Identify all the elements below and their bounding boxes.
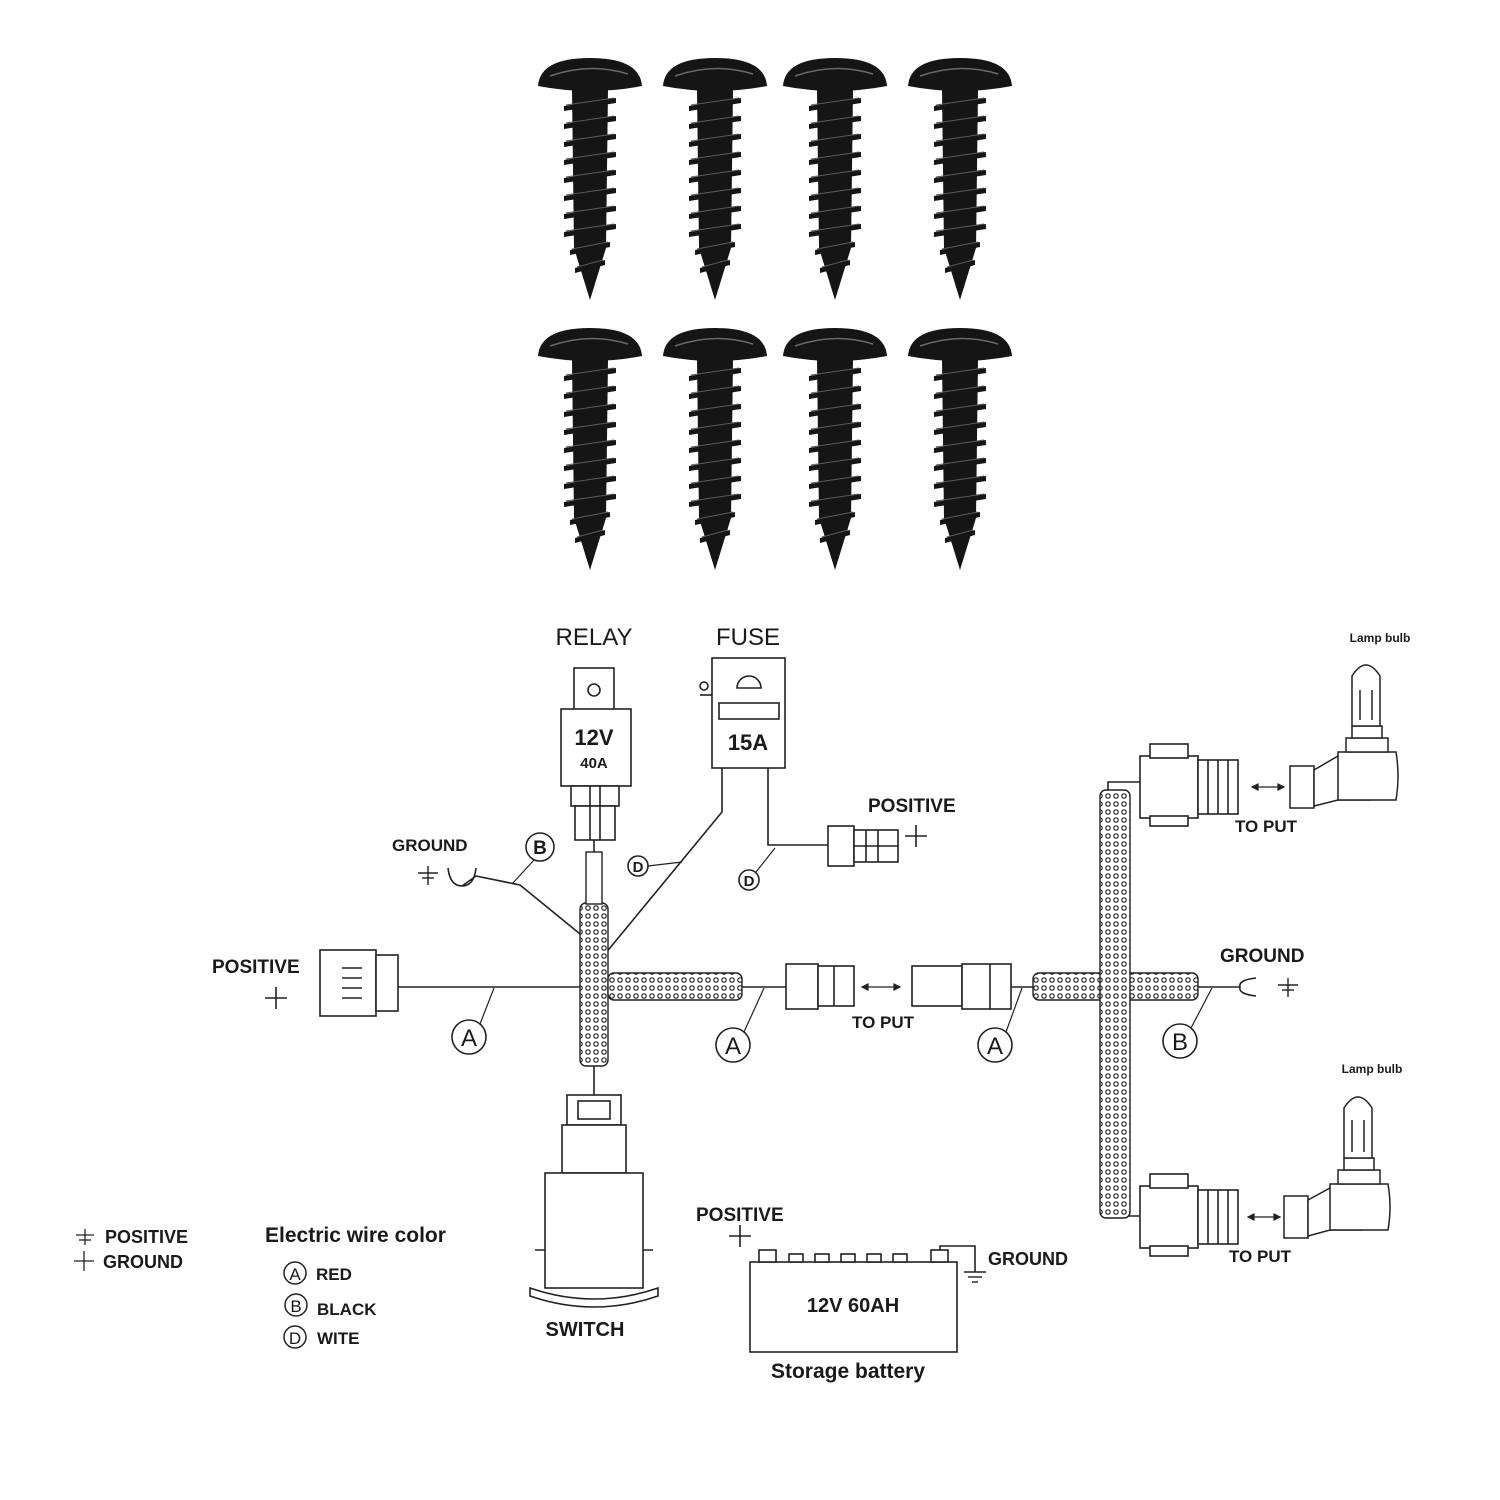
fuse-positive-label: POSITIVE [868,796,956,817]
legend-item-black: B BLACK [284,1293,377,1319]
legend-ground-label: GROUND [103,1252,183,1272]
right-ground-label: GROUND [1220,946,1304,967]
connect-arrow-icon [1250,783,1286,791]
screw [663,58,767,300]
switch [529,1094,659,1308]
lamp-bottom-socket [1139,1173,1239,1257]
battery [749,1249,958,1353]
wires [398,768,1240,1272]
trunk-loom-horizontal [607,972,743,1001]
svg-text:D: D [633,859,644,876]
svg-text:WITE: WITE [317,1329,360,1348]
legend-positive-label: POSITIVE [105,1227,188,1247]
left-ground-terminal [447,867,477,887]
left-ground-label: GROUND [392,836,468,855]
ground-icon [76,1229,94,1245]
screw [908,58,1012,300]
lamp-bulb-top [1289,664,1399,809]
svg-text:B: B [290,1297,301,1316]
svg-text:A: A [461,1025,477,1052]
fuse [699,657,786,769]
relay [560,667,632,841]
right-ground-terminal [1239,977,1257,997]
lamp-bottom-to-put-label: TO PUT [1229,1247,1292,1266]
middle-connector-left [785,963,855,1010]
legend-item-red: A RED [283,1261,352,1285]
wire-marker-a-positive: A [451,987,495,1055]
fuse-rating: 15A [728,730,768,755]
left-positive-label: POSITIVE [212,957,300,978]
harness-looms [579,789,1199,1219]
relay-voltage: 12V [574,725,613,750]
wire-marker-b-ground: B [511,832,555,885]
lamp-bottom-label: Lamp bulb [1342,1062,1403,1076]
battery-ground-label: GROUND [988,1249,1068,1269]
connect-arrow-icon [860,983,902,991]
screw [908,328,1012,570]
fuse-positive-connector [827,825,899,867]
wire-marker-a-middle-1: A [715,987,765,1063]
connect-arrow-icon [1246,1213,1282,1221]
ground-icon [418,866,438,885]
switch-label: SWITCH [546,1319,625,1341]
battery-rating: 12V 60AH [807,1295,899,1317]
legend-item-white: D WITE [283,1325,360,1349]
battery-positive-label: POSITIVE [696,1205,784,1226]
plus-icon [905,825,927,847]
ground-icon [1278,978,1298,997]
left-positive-connector [319,949,399,1017]
svg-text:BLACK: BLACK [317,1300,377,1319]
svg-text:D: D [289,1329,301,1348]
plus-icon [729,1225,751,1247]
fuse-title: FUSE [716,624,780,651]
ground-icon [964,1271,986,1283]
lamp-top-label: Lamp bulb [1350,631,1411,645]
svg-text:D: D [744,873,755,890]
trunk-loom-top [585,851,603,905]
wire-color-legend-title: Electric wire color [265,1224,446,1247]
plus-icon [74,1251,94,1271]
lamp-top-socket [1139,743,1239,827]
screw-set [538,58,1012,570]
screw [783,328,887,570]
right-loom-vertical [1099,789,1131,1219]
wire-color-legend: Electric wire color A RED B BLACK D WITE [265,1224,446,1349]
wire-marker-d-fuse: D [738,847,776,891]
screw [538,58,642,300]
svg-text:A: A [987,1033,1003,1060]
lamp-bulb-bottom [1283,1096,1391,1239]
svg-text:B: B [533,838,547,859]
symbol-legend: POSITIVE GROUND [74,1227,188,1272]
plus-icon [265,987,287,1009]
screw [663,328,767,570]
svg-text:A: A [725,1033,741,1060]
svg-text:A: A [289,1265,301,1284]
middle-connector-right [911,963,1012,1010]
middle-to-put-label: TO PUT [852,1013,915,1032]
wire-marker-a-middle-2: A [977,987,1023,1063]
screw [538,328,642,570]
screw [783,58,887,300]
relay-current: 40A [580,755,608,772]
wire-marker-d-relay: D [627,855,683,877]
svg-text:RED: RED [316,1265,352,1284]
lamp-top-to-put-label: TO PUT [1235,817,1298,836]
wire-marker-b-right-ground: B [1162,987,1213,1059]
relay-title: RELAY [556,624,633,651]
battery-label: Storage battery [771,1360,925,1383]
svg-text:B: B [1172,1029,1188,1056]
trunk-loom-vertical [579,902,609,1067]
